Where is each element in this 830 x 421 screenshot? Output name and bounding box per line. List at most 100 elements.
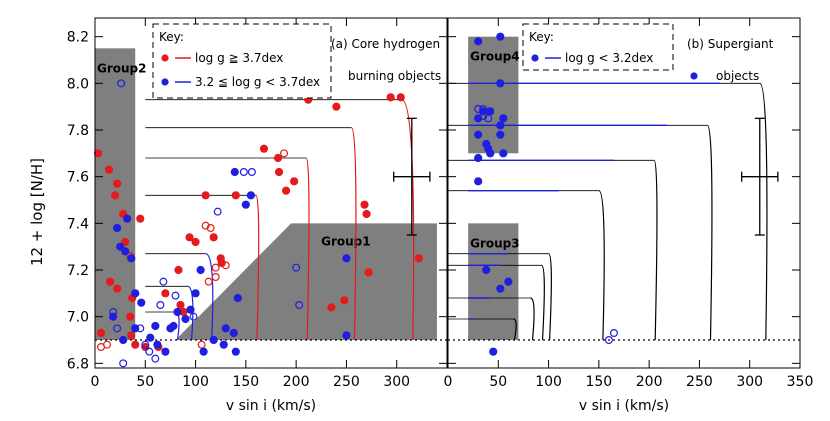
region-label: Group4 xyxy=(470,50,519,64)
data-point-low-logg xyxy=(486,107,495,116)
data-point-high-logg xyxy=(362,209,371,219)
track-curve xyxy=(530,297,535,341)
data-point-open-high-logg xyxy=(221,261,230,270)
y-tick-label: 7.2 xyxy=(67,263,89,279)
x-tick-label: 300 xyxy=(383,374,410,390)
data-point-high-logg xyxy=(290,177,299,186)
data-point-high-logg xyxy=(386,93,395,102)
data-point-high-logg xyxy=(201,191,210,200)
data-point-high-logg xyxy=(274,167,284,177)
data-point-low-logg xyxy=(241,200,250,209)
data-point-open-low-logg xyxy=(479,111,488,120)
x-tick-label: 150 xyxy=(585,374,612,390)
data-point-open-high-logg xyxy=(211,273,220,282)
data-point-high-logg xyxy=(176,300,185,310)
data-point-open-high-logg xyxy=(280,149,289,158)
data-point-high-logg xyxy=(105,277,115,286)
data-point-low-logg xyxy=(504,277,513,286)
data-point-low-logg xyxy=(231,347,240,356)
data-point-open-low-logg xyxy=(119,359,128,368)
track-curve xyxy=(187,285,194,341)
data-point-high-logg xyxy=(332,102,341,111)
data-point-low-logg xyxy=(199,347,208,356)
data-point-open-high-logg xyxy=(197,340,206,349)
data-point-high-logg xyxy=(396,93,405,102)
legend-label: log g ≧ 3.7dex xyxy=(195,51,283,65)
data-point-low-logg xyxy=(137,298,146,307)
data-point-high-logg xyxy=(93,149,103,158)
y-axis-label: 12 + log [N/H] xyxy=(28,158,46,266)
data-point-low-logg xyxy=(123,214,132,223)
data-point-low-logg xyxy=(230,167,239,177)
legend-label: 3.2 ≦ log g < 3.7dex xyxy=(195,75,320,89)
panel-subtitle: burning objects xyxy=(348,69,441,83)
data-point-high-logg xyxy=(113,284,122,293)
data-point-high-logg xyxy=(327,303,336,312)
legend-marker xyxy=(531,54,539,62)
data-point-low-logg xyxy=(127,254,136,263)
x-tick-label: 200 xyxy=(636,374,663,390)
data-point-open-low-logg xyxy=(145,347,154,356)
data-point-high-logg xyxy=(174,265,183,275)
data-point-low-logg xyxy=(229,328,238,338)
data-point-open-high-logg xyxy=(97,343,106,352)
data-point-low-logg xyxy=(474,37,483,46)
data-point-low-logg xyxy=(146,333,155,342)
x-tick-label: 0 xyxy=(444,374,453,390)
track-curve xyxy=(598,190,605,341)
data-point-low-logg xyxy=(186,305,195,314)
data-point-open-high-logg xyxy=(204,277,213,286)
legend-label: log g < 3.2dex xyxy=(565,51,653,65)
data-point-open-high-logg xyxy=(211,263,220,272)
data-point-low-logg xyxy=(161,347,170,356)
data-point-low-logg xyxy=(342,331,351,340)
panel-title: (a) Core hydrogen xyxy=(331,37,440,51)
legend-marker xyxy=(161,54,169,62)
data-point-high-logg xyxy=(127,331,136,340)
data-point-high-logg xyxy=(340,296,349,305)
data-point-high-logg xyxy=(126,312,135,321)
legend-title: Key: xyxy=(529,30,554,44)
x-tick-label: 100 xyxy=(535,374,562,390)
track-curve xyxy=(305,157,310,341)
data-point-open-low-logg xyxy=(156,301,165,310)
data-point-open-low-logg xyxy=(109,308,118,317)
data-point-low-logg xyxy=(484,144,493,153)
x-tick-label: 150 xyxy=(232,374,259,390)
data-point-low-logg xyxy=(474,177,483,186)
data-point-open-low-logg xyxy=(484,114,493,123)
data-point-low-logg xyxy=(221,324,230,333)
data-point-high-logg xyxy=(111,191,120,200)
track-curve xyxy=(350,127,357,341)
data-point-open-low-logg xyxy=(292,263,301,272)
data-point-open-low-logg xyxy=(609,329,618,338)
y-tick-label: 8.2 xyxy=(67,30,89,46)
data-point-low-logg xyxy=(499,149,508,158)
data-point-open-low-logg xyxy=(136,324,145,333)
panel-title: (b) Supergiant xyxy=(687,37,774,51)
data-point-high-logg xyxy=(185,233,194,242)
data-point-high-logg xyxy=(191,237,200,247)
data-point-open-low-logg xyxy=(474,104,483,113)
x-tick-label: 50 xyxy=(489,374,507,390)
x-tick-label: 250 xyxy=(333,374,360,390)
x-tick-label: 250 xyxy=(686,374,713,390)
data-point-low-logg xyxy=(151,321,160,331)
data-point-open-low-logg xyxy=(295,301,304,310)
data-point-low-logg xyxy=(496,121,505,130)
y-tick-label: 7.0 xyxy=(67,310,89,326)
plot-frame xyxy=(94,17,448,369)
data-point-high-logg xyxy=(113,179,122,188)
x-tick-label: 300 xyxy=(736,374,763,390)
data-point-low-logg xyxy=(173,307,182,317)
data-point-high-logg xyxy=(414,254,423,263)
data-point-low-logg xyxy=(482,265,491,275)
data-point-low-logg xyxy=(499,114,508,123)
data-point-high-logg xyxy=(136,214,145,223)
data-point-open-low-logg xyxy=(247,168,256,177)
data-point-open-low-logg xyxy=(151,354,160,363)
data-point-open-low-logg xyxy=(171,291,180,300)
y-tick-label: 6.8 xyxy=(67,356,89,372)
data-point-low-logg xyxy=(196,265,205,275)
